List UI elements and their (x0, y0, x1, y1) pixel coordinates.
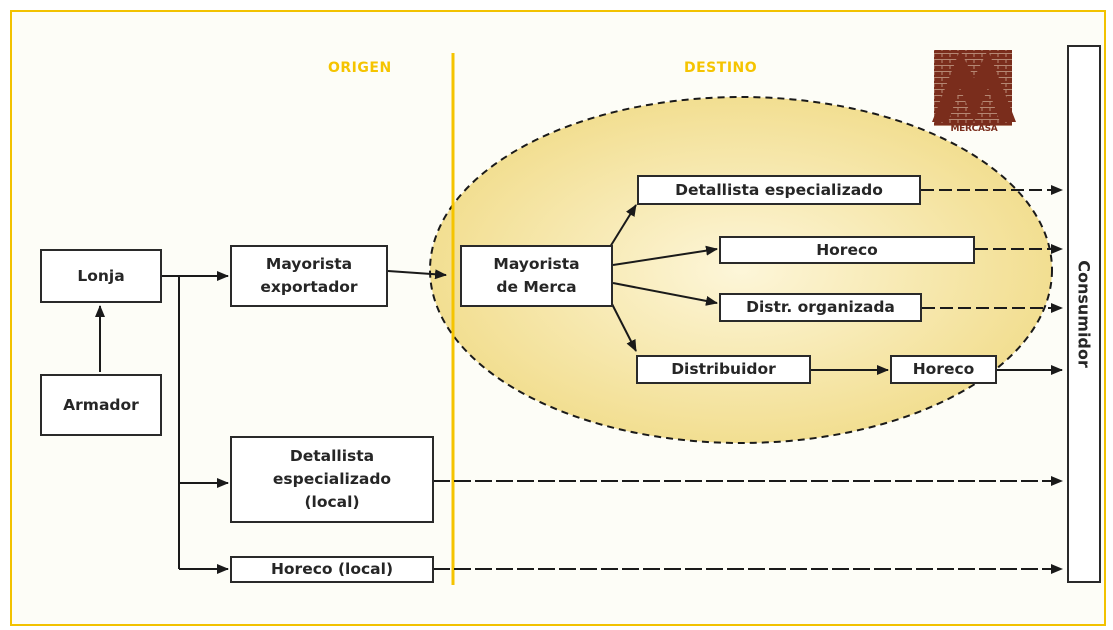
arrow-merca-horeco (612, 245, 718, 266)
node-detallista-especializado: Detallista especializado (637, 175, 921, 205)
origen-header: ORIGEN (328, 60, 392, 76)
mercasa-logo (932, 50, 1016, 126)
node-distr-organizada: Distr. organizada (719, 293, 922, 322)
arrow-merca-distr (612, 282, 718, 306)
node-horeco-local: Horeco (local) (230, 556, 434, 583)
node-consumidor (1067, 45, 1101, 583)
destino-header: DESTINO (684, 60, 758, 76)
arrow-merca-detallista (609, 204, 637, 248)
node-horeco-2: Horeco (890, 355, 997, 384)
node-detallista-local: Detallista especializado (local) (230, 436, 434, 523)
node-mayorista-exportador: Mayorista exportador (230, 245, 388, 307)
node-mayorista-merca: Mayorista de Merca (460, 245, 613, 307)
node-horeco: Horeco (719, 236, 975, 264)
mercasa-logo-text: MERCASA (950, 124, 998, 134)
consumidor-label: Consumidor (1074, 260, 1094, 368)
arrow-exportador-merca (387, 269, 447, 280)
node-armador: Armador (40, 374, 162, 436)
node-distribuidor: Distribuidor (636, 355, 811, 384)
node-lonja: Lonja (40, 249, 162, 303)
connector-lonja-trunk (162, 275, 180, 569)
arrow-merca-distribuidor (611, 303, 637, 352)
